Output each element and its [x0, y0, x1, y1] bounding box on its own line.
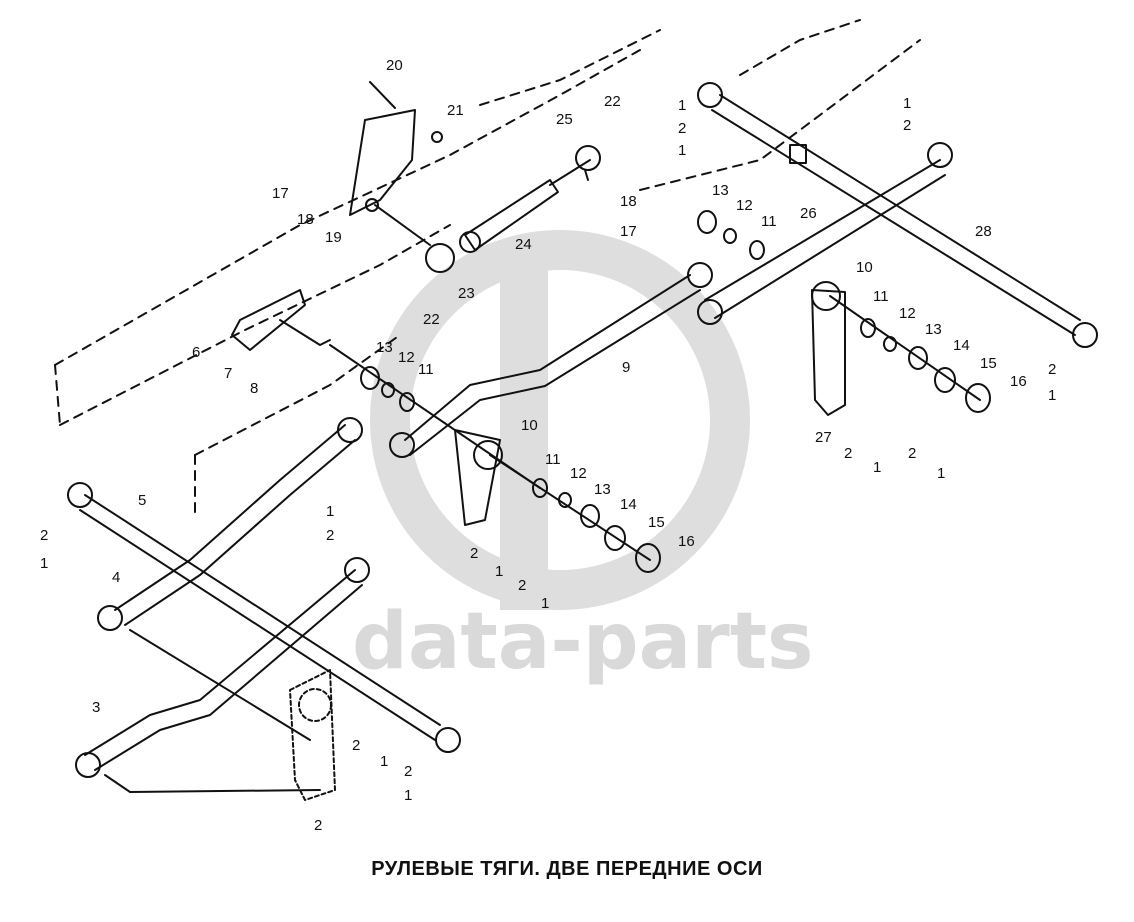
callout-15b: 15: [648, 514, 665, 531]
callout-18: 18: [297, 211, 314, 228]
callout-1j: 1: [326, 503, 334, 520]
frame-outline: [54, 19, 921, 516]
callout-1b: 1: [678, 97, 686, 114]
callout-2f: 2: [470, 545, 478, 562]
callout-13c: 13: [376, 339, 393, 356]
callout-2b: 2: [678, 120, 686, 137]
callout-1c: 1: [678, 142, 686, 159]
callout-2a: 2: [903, 117, 911, 134]
ball-joint-25: [575, 145, 601, 181]
watermark-text: data-parts: [352, 597, 813, 687]
callout-1k: 1: [380, 753, 388, 770]
pitman-lever-27: [811, 281, 846, 416]
callout-1h: 1: [541, 595, 549, 612]
watermark-logo-bar: [500, 250, 548, 610]
callout-7: 7: [224, 365, 232, 382]
callout-1i: 1: [40, 555, 48, 572]
watermark-logo-ring: [370, 230, 750, 610]
lower-link-line: [104, 774, 321, 793]
callout-10b: 10: [521, 417, 538, 434]
pitman-lever-center: [454, 429, 503, 526]
callout-2l: 2: [314, 817, 322, 834]
callout-2j: 2: [352, 737, 360, 754]
bolt-20: [369, 81, 396, 109]
callout-12d: 12: [570, 465, 587, 482]
callout-24: 24: [515, 236, 532, 253]
callout-2h: 2: [40, 527, 48, 544]
diagram-caption: РУЛЕВЫЕ ТЯГИ. ДВЕ ПЕРЕДНИЕ ОСИ: [371, 858, 763, 880]
callout-25: 25: [556, 111, 573, 128]
callout-2d: 2: [844, 445, 852, 462]
callout-21: 21: [447, 102, 464, 119]
callout-1f: 1: [937, 465, 945, 482]
callout-13b: 13: [925, 321, 942, 338]
watermark: data-parts: [352, 230, 813, 687]
callout-13a: 13: [712, 182, 729, 199]
callout-1d: 1: [1048, 387, 1056, 404]
callout-22: 22: [604, 93, 621, 110]
callout-15a: 15: [980, 355, 997, 372]
callout-22b: 22: [423, 311, 440, 328]
callout-12a: 12: [736, 197, 753, 214]
callout-17b: 17: [620, 223, 637, 240]
callout-27: 27: [815, 429, 832, 446]
tie-rod-26: [697, 142, 953, 325]
drag-link-4: [97, 417, 363, 631]
callout-1l: 1: [404, 787, 412, 804]
callout-11d: 11: [545, 451, 561, 468]
callout-3: 3: [92, 699, 100, 716]
tie-rod-3: [75, 557, 370, 778]
callout-10a: 10: [856, 259, 873, 276]
callout-14a: 14: [953, 337, 970, 354]
mounting-bracket: [349, 109, 416, 216]
drag-link: [389, 262, 713, 458]
callout-17: 17: [272, 185, 289, 202]
callout-23: 23: [458, 285, 475, 302]
callout-20: 20: [386, 57, 403, 74]
callout-labels: 20 21 22 25 17 18 19 18 17 24 23 22 1 2 …: [40, 57, 1056, 834]
callout-11b: 11: [873, 288, 889, 305]
callout-6: 6: [192, 344, 200, 361]
callout-5: 5: [138, 492, 146, 509]
callout-28: 28: [975, 223, 992, 240]
callout-9: 9: [622, 359, 630, 376]
callout-2c: 2: [1048, 361, 1056, 378]
callout-11a: 11: [761, 213, 777, 230]
power-cylinder: [459, 159, 591, 253]
nut-21: [431, 131, 443, 143]
callout-2g: 2: [518, 577, 526, 594]
callout-1e: 1: [873, 459, 881, 476]
callout-1a: 1: [903, 95, 911, 112]
callout-12c: 12: [398, 349, 415, 366]
callout-1g: 1: [495, 563, 503, 580]
callout-14b: 14: [620, 496, 637, 513]
callout-16b: 16: [678, 533, 695, 550]
callout-2e: 2: [908, 445, 916, 462]
callout-16a: 16: [1010, 373, 1027, 390]
lower-link-line-2: [129, 629, 311, 741]
callout-12b: 12: [899, 305, 916, 322]
ball-joint-23: [374, 204, 455, 273]
steering-knuckle-bracket: [231, 289, 331, 351]
callout-13d: 13: [594, 481, 611, 498]
tie-rod-5: [67, 482, 461, 753]
callout-11c: 11: [418, 361, 434, 378]
tie-rod-28: [697, 82, 1098, 348]
callout-4: 4: [112, 569, 120, 586]
callout-8: 8: [250, 380, 258, 397]
lower-lever-bracket: [289, 669, 336, 801]
callout-18b: 18: [620, 193, 637, 210]
callout-2k: 2: [404, 763, 412, 780]
callout-26: 26: [800, 205, 817, 222]
washer-stack-left: [329, 344, 541, 489]
washer-stack-right: [697, 210, 991, 413]
callout-19: 19: [325, 229, 342, 246]
callout-2i: 2: [326, 527, 334, 544]
